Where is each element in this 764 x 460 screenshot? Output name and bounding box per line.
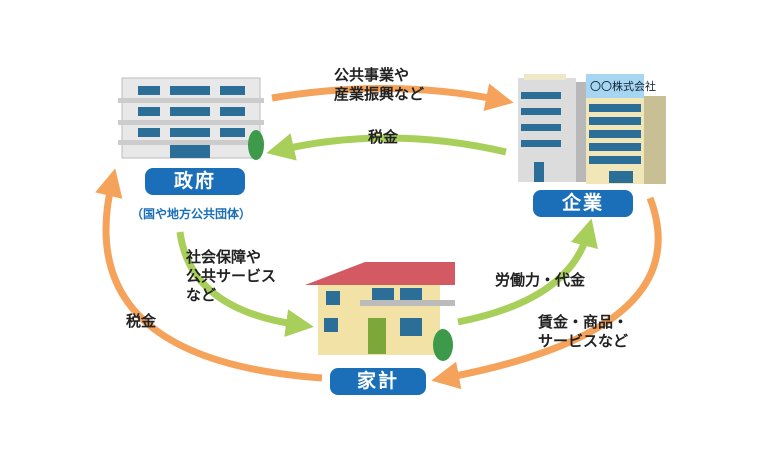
flow-household-to-company-label: 労働力・代金 [495,271,586,289]
company-sign: 〇〇株式会社 [590,80,656,93]
government-sublabel: （国や地方公共団体） [131,207,252,221]
arrow-company-to-household [431,196,662,390]
arrow-gov-to-company [271,83,514,111]
household-house-icon [305,262,455,361]
company-label: 企業 [533,190,633,217]
government-label: 政府 [145,168,245,195]
arrow-household-to-company [457,218,598,326]
flow-company-to-household-label: 賃金・商品・ サービスなど [538,313,629,350]
arrow-household-to-gov [95,168,323,382]
flow-company-to-gov-label: 税金 [368,128,399,146]
household-label: 家計 [330,368,426,395]
arrow-gov-to-household [176,231,314,337]
company-building-icon [518,74,666,184]
flow-household-to-gov-label: 税金 [126,312,157,330]
flow-gov-to-company-label: 公共事業や 産業振興など [334,66,425,103]
flow-gov-to-household-label: 社会保障や 公共サービス など [186,248,277,304]
government-building-icon [118,77,264,160]
arrow-company-to-gov [266,133,507,161]
